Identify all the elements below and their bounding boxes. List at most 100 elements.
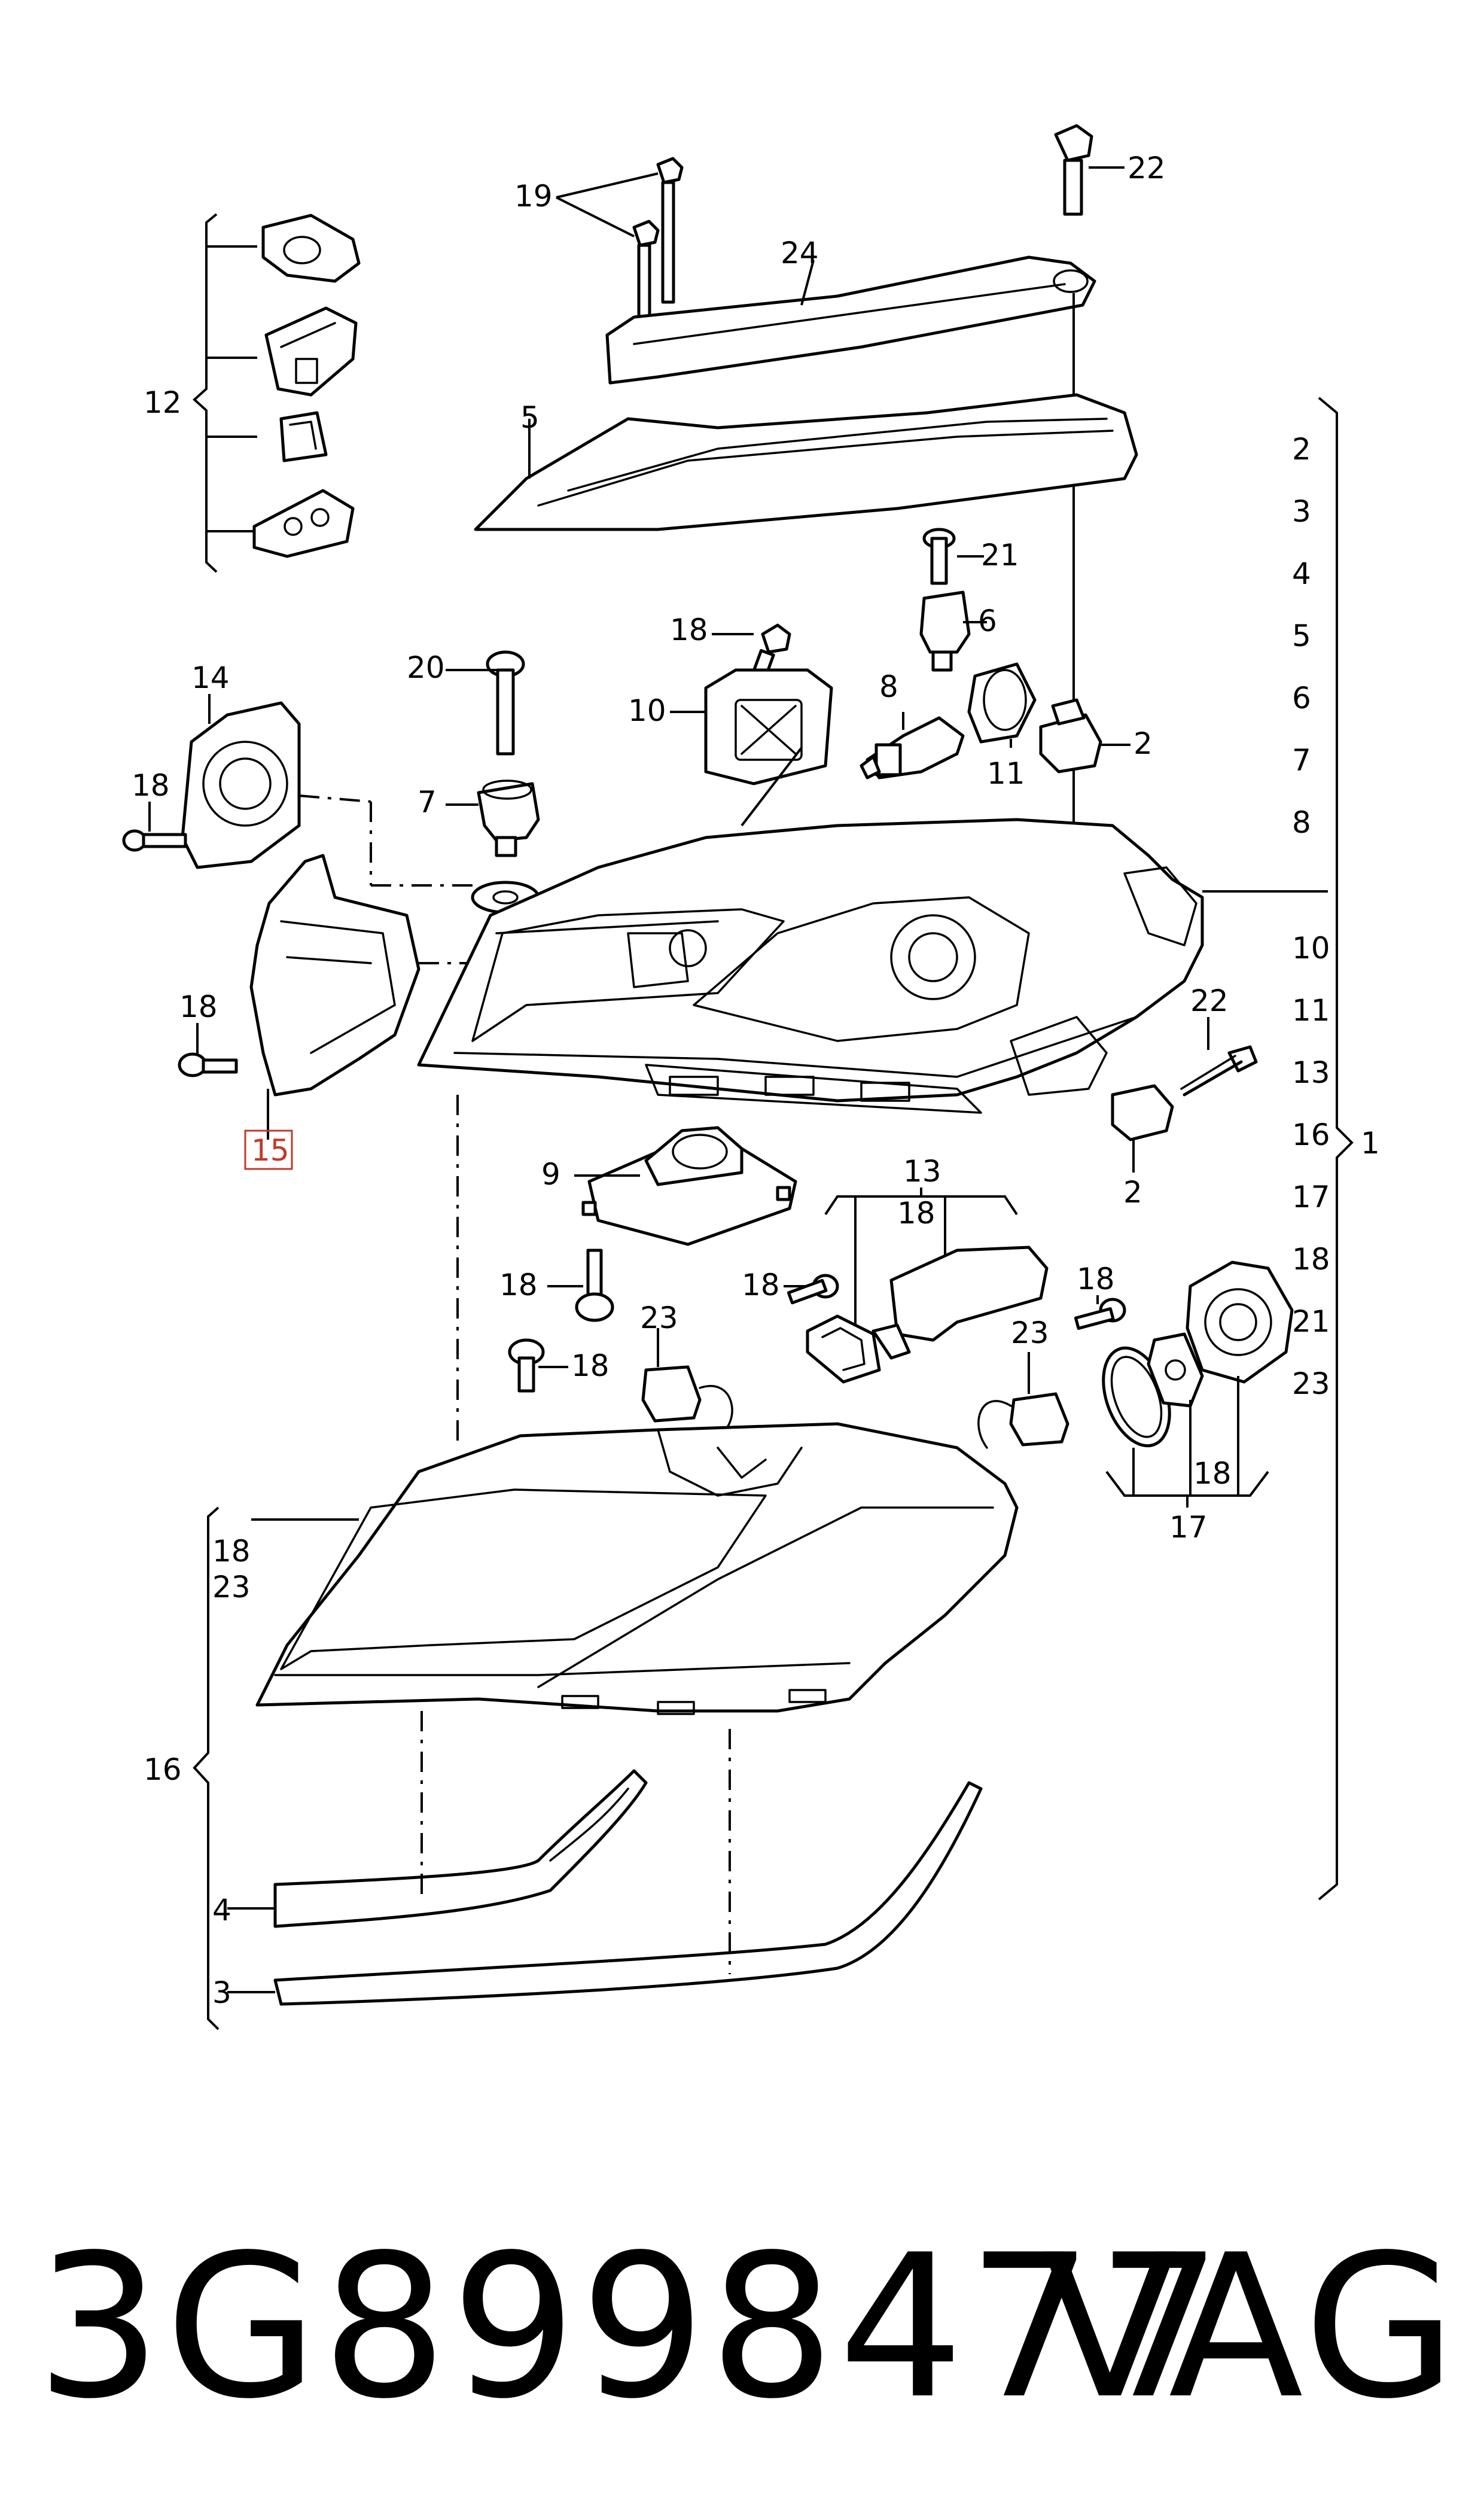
right-group-label: 7 [1292, 743, 1311, 778]
brace-group-17 [1105, 1376, 1269, 1508]
screw-19 [632, 157, 684, 319]
label-2-top: 2 [1133, 726, 1153, 761]
label-9: 9 [541, 1157, 560, 1192]
label-6: 6 [978, 604, 997, 638]
label-24: 24 [781, 236, 819, 270]
label-16-left: 16 [144, 1752, 182, 1787]
label-18-left-b: 18 [179, 989, 218, 1024]
bracket-part-2 [264, 306, 358, 397]
connector-23-right [977, 1352, 1069, 1449]
motor-module-14 [181, 701, 371, 869]
footer: 3G8998477 VAG [0, 2202, 1484, 2453]
label-23-lower: 23 [212, 1570, 251, 1604]
label-18-lower: 18 [212, 1534, 251, 1569]
label-22-top: 22 [1128, 151, 1166, 185]
label-3: 3 [212, 1975, 231, 2010]
screw-18-right-a [1074, 1298, 1126, 1330]
label-8: 8 [879, 669, 898, 704]
label-20: 20 [407, 650, 445, 685]
right-group-label: 16 [1292, 1118, 1330, 1152]
label-18-right-b: 18 [1193, 1456, 1232, 1491]
bulb-8 [860, 716, 965, 780]
exploded-parts-diagram: 19 22 24 12 5 21 6 18 10 8 20 14 7 11 2 … [122, 124, 1380, 2030]
trim-strip-4 [227, 1711, 648, 1928]
brace-group-16 [193, 1506, 220, 2030]
bulb-holder-6 [919, 590, 971, 672]
part-number: 3G8998477 [36, 2212, 1226, 2442]
lower-housing [255, 1422, 1019, 1715]
label-18-ballast: 18 [499, 1268, 538, 1302]
connector-23-left [641, 1337, 733, 1437]
label-18-housing: 18 [571, 1348, 610, 1383]
headlight-assembly [417, 818, 1328, 1114]
screw-20 [486, 650, 525, 756]
connector-2-top [1039, 698, 1102, 774]
right-group-label: 11 [1292, 993, 1330, 1028]
screw-18-left-b [178, 1052, 238, 1077]
screw-22-right [1180, 1045, 1258, 1097]
right-group-label: 23 [1292, 1366, 1330, 1401]
label-19: 19 [514, 179, 553, 214]
brace-group-12 [193, 213, 257, 573]
label-21: 21 [981, 538, 1019, 573]
bracket-part-1 [261, 214, 361, 283]
connector-2-right [1111, 1084, 1174, 1173]
right-group-label: 13 [1292, 1055, 1330, 1090]
label-14: 14 [191, 660, 230, 695]
label-10: 10 [628, 693, 666, 728]
screw-18-left-a [122, 829, 187, 852]
trim-strip-3 [227, 1729, 983, 2006]
label-18-left-a: 18 [132, 768, 170, 803]
right-group-label: 2 [1292, 432, 1311, 467]
screw-18-top [751, 623, 791, 680]
label-2-right: 2 [1123, 1175, 1142, 1210]
right-group-label: 6 [1292, 681, 1311, 715]
label-23-left: 23 [640, 1301, 678, 1335]
label-15: 15 [251, 1133, 290, 1168]
label-18-group13: 18 [897, 1196, 936, 1231]
screw-18-housing [508, 1338, 545, 1393]
label-1: 1 [1361, 1126, 1380, 1161]
label-13: 13 [903, 1154, 941, 1189]
right-group-label: 3 [1292, 494, 1311, 529]
label-4: 4 [212, 1893, 231, 1928]
label-18-right-a: 18 [1077, 1262, 1115, 1296]
seal-13 [806, 1314, 881, 1384]
label-18-top: 18 [670, 613, 708, 647]
clip-13 [871, 1323, 911, 1360]
right-group-label: 5 [1292, 619, 1311, 653]
label-12: 12 [144, 385, 182, 420]
brand-name: VAG [1042, 2212, 1460, 2442]
label-17: 17 [1169, 1510, 1208, 1545]
screw-21 [922, 528, 956, 585]
screw-22-top [1054, 124, 1093, 216]
bracket-part-4 [252, 489, 355, 558]
housing-15 [249, 854, 473, 1140]
ballast-9 [581, 1126, 797, 1246]
labels: 19 22 24 12 5 21 6 18 10 8 20 14 7 11 2 … [132, 151, 1380, 2010]
right-group-label: 18 [1292, 1242, 1330, 1277]
cap-11 [967, 662, 1037, 744]
label-5: 5 [520, 400, 540, 435]
cover-13 [889, 1246, 1049, 1342]
mounting-bracket-24 [605, 255, 1096, 826]
label-22-right: 22 [1190, 984, 1229, 1018]
right-group-label: 8 [1292, 805, 1311, 840]
label-7: 7 [418, 785, 437, 820]
label-23-right: 23 [1011, 1316, 1049, 1350]
right-group-label: 10 [1292, 931, 1330, 966]
label-11: 11 [987, 756, 1025, 791]
brace-group-1 [1318, 397, 1354, 1901]
motor-17 [1186, 1260, 1294, 1384]
trim-cover-5 [474, 393, 1138, 531]
bracket-part-3 [279, 411, 328, 462]
screw-18-group13 [787, 1274, 839, 1305]
right-group-label: 21 [1292, 1304, 1330, 1339]
screw-18-ballast [575, 1249, 614, 1322]
right-group-label: 4 [1292, 556, 1311, 591]
right-group-label: 17 [1292, 1180, 1330, 1214]
label-15-box [244, 1129, 293, 1170]
grommet-7 [471, 780, 540, 914]
label-18-mid: 18 [742, 1268, 780, 1302]
